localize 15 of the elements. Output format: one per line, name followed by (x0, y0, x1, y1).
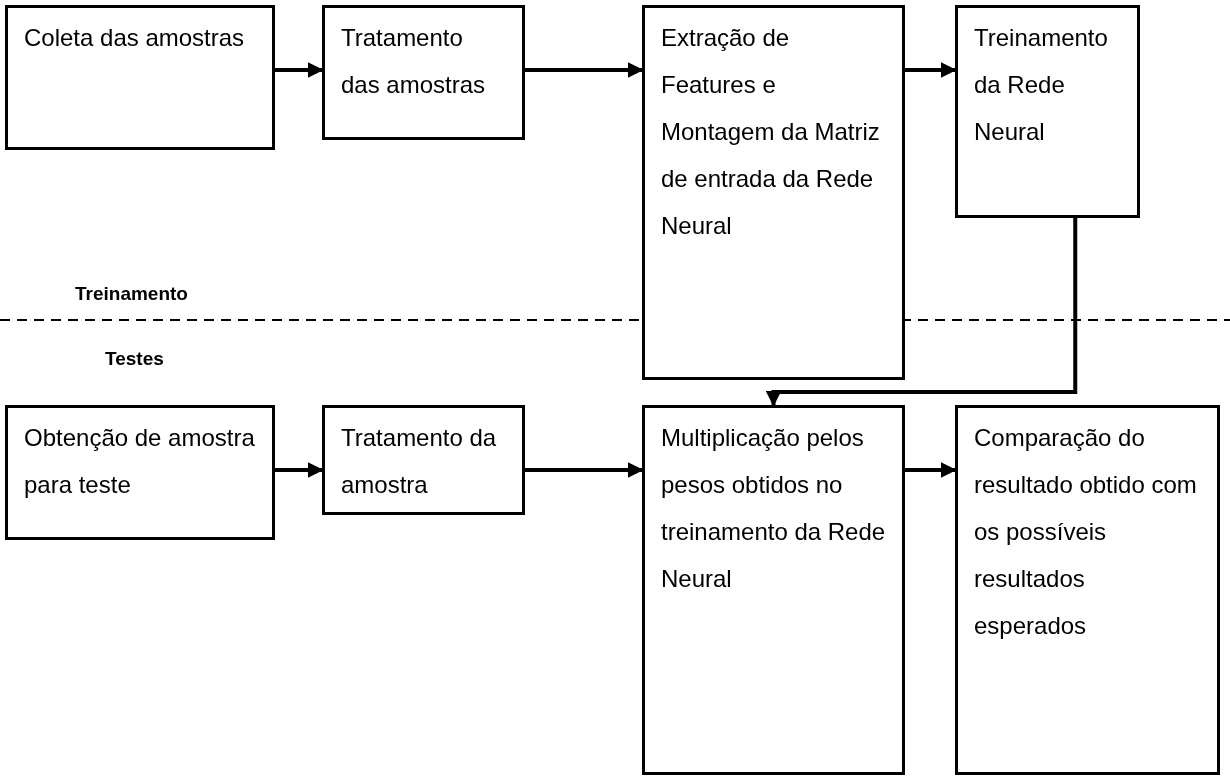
process-box: Multiplicação pelos pesos obtidos no treinamento da Rede Neural (642, 405, 905, 775)
process-box: Tratamento da amostra (322, 405, 525, 515)
arrow (275, 462, 324, 478)
arrow (765, 218, 1078, 407)
process-box: Tratamento das amostras (322, 5, 525, 140)
arrow (525, 62, 644, 78)
arrow (525, 462, 644, 478)
process-box: Treinamento da Rede Neural (955, 5, 1140, 218)
process-box: Obtenção de amostra para teste (5, 405, 275, 540)
process-box: Extração de Features e Montagem da Matriz de entrada da Rede Neural (642, 5, 905, 380)
process-box: Comparação do resultado obtido com os possíveis resultados esperados (955, 405, 1220, 775)
arrow (275, 62, 324, 78)
arrow (905, 462, 957, 478)
process-box: Coleta das amostras (5, 5, 275, 150)
arrow (905, 62, 957, 78)
